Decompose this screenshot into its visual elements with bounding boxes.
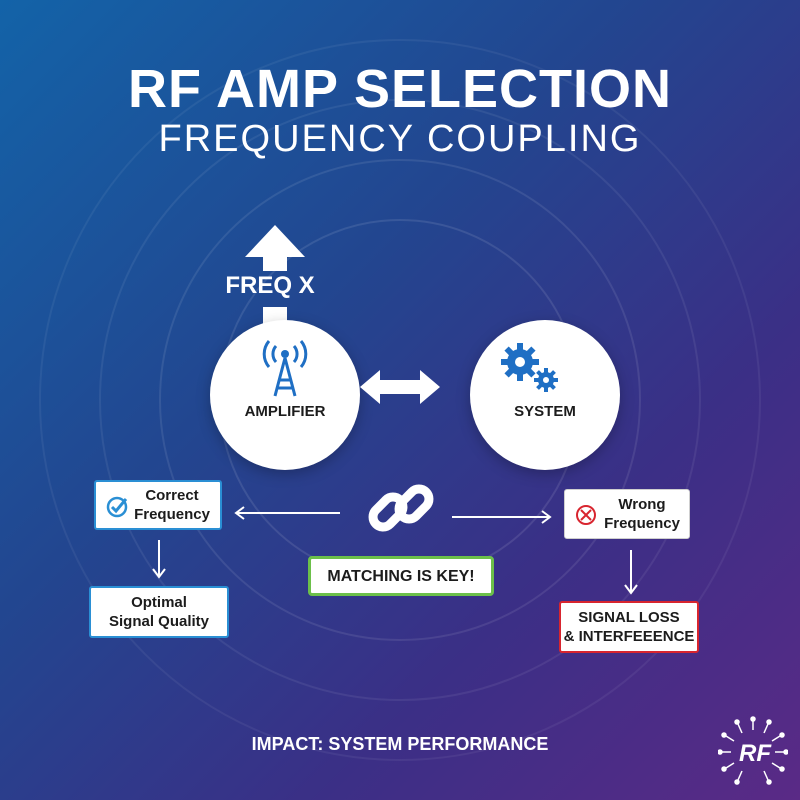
signal-loss-box: SIGNAL LOSS & INTERFEEENCE: [559, 601, 699, 653]
optimal-signal-box: Optimal Signal Quality: [89, 586, 229, 638]
arrow-down-icon: [624, 550, 638, 595]
antenna-signal-icon: [262, 340, 308, 397]
check-icon: [106, 496, 128, 518]
matching-callout: MATCHING IS KEY!: [308, 556, 494, 596]
rf-logo-icon: [718, 716, 788, 785]
arrow-left-icon: [234, 506, 340, 520]
bidirectional-arrow-icon: [360, 370, 440, 404]
correct-label-line1: Correct: [145, 487, 199, 504]
correct-frequency-box: Correct Frequency: [94, 480, 222, 530]
system-node: SYSTEM: [470, 320, 620, 470]
wrong-frequency-box: Wrong Frequency: [564, 489, 690, 539]
chain-link-icon: [368, 484, 434, 532]
wrong-label-line2: Frequency: [604, 515, 680, 532]
loss-line2: & INTERFEEENCE: [563, 628, 695, 645]
system-label: SYSTEM: [514, 403, 576, 420]
optimal-line2: Signal Quality: [108, 613, 210, 630]
loss-line1: SIGNAL LOSS: [578, 609, 680, 626]
footer-text: IMPACT: SYSTEM PERFORMANCE: [251, 734, 549, 754]
wrong-label-line1: Wrong: [618, 496, 666, 513]
correct-label-line2: Frequency: [134, 506, 210, 523]
logo-text: RF: [739, 740, 771, 767]
arrow-down-icon: [152, 540, 166, 579]
diagram-title: RF AMP SELECTION: [127, 59, 673, 119]
arrow-right-icon: [452, 510, 552, 524]
amplifier-node: AMPLIFIER: [210, 320, 360, 470]
amplifier-label: AMPLIFIER: [244, 403, 326, 420]
gears-icon: [501, 343, 558, 392]
diagram-subtitle: FREQUENCY COUPLING: [158, 118, 642, 160]
x-circle-icon: [576, 505, 596, 525]
optimal-line1: Optimal: [131, 594, 187, 611]
freq-annotation: FREQ X: [225, 272, 315, 299]
